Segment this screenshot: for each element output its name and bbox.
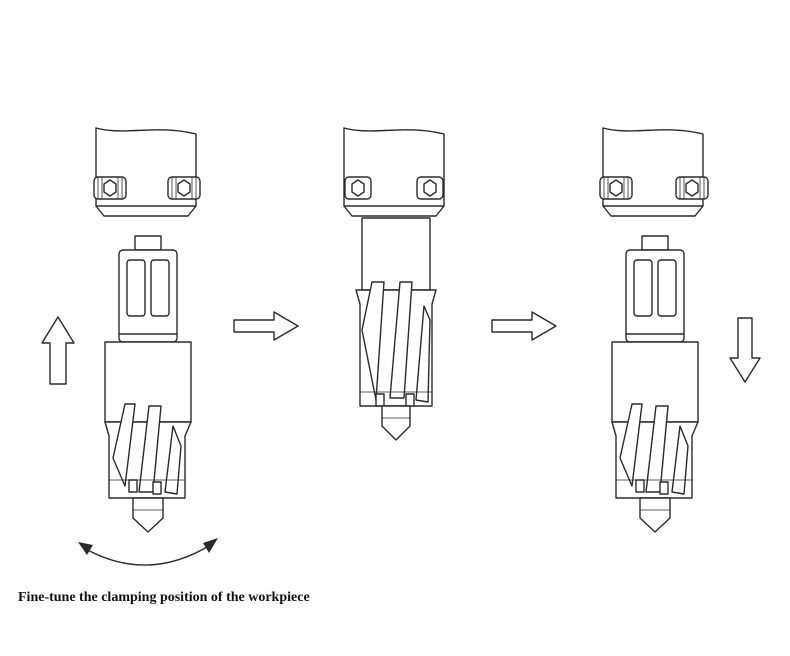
step-1-assembly (93, 127, 201, 533)
step-3-assembly (599, 127, 709, 533)
set-screw-1a (93, 176, 127, 200)
arrow-up-icon (41, 316, 75, 385)
annular-cutter-3 (611, 235, 699, 533)
arrow-down-icon (729, 317, 761, 383)
set-screw-3a (599, 176, 633, 200)
arrow-right-icon (233, 311, 299, 341)
arrow-right-icon (491, 311, 557, 341)
set-screw-1b (167, 176, 201, 200)
set-screw-3b (675, 176, 709, 200)
holder-block-1 (95, 127, 197, 217)
set-screw-2a (344, 176, 372, 200)
rotation-arrow-icon (78, 538, 218, 566)
holder-block-2 (343, 127, 445, 217)
holder-block-3 (602, 127, 704, 217)
annular-cutter-2 (355, 217, 437, 441)
annular-cutter-1 (104, 235, 192, 533)
set-screw-2b (416, 176, 444, 200)
diagram-caption: Fine-tune the clamping position of the w… (18, 590, 310, 605)
step-2-assembly (343, 127, 445, 441)
